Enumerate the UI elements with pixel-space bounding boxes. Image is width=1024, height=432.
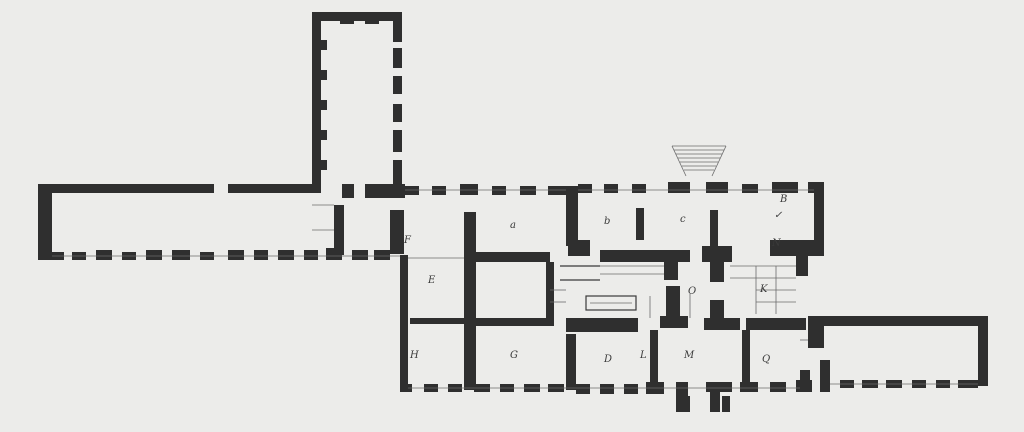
- main-block-north-wall: [405, 182, 824, 256]
- room-label-c: c: [680, 214, 686, 225]
- room-label-check: ✓: [774, 210, 783, 221]
- entrance-steps: [671, 145, 727, 177]
- room-label-E: E: [427, 275, 436, 286]
- west-wing: [38, 184, 405, 260]
- room-label-G: G: [510, 350, 518, 361]
- room-label-N: N: [771, 238, 782, 249]
- room-label-O: O: [688, 286, 696, 297]
- room-labels: a b c B ✓ F E H G D M Q O K L N: [403, 194, 787, 365]
- room-label-L: L: [639, 350, 647, 361]
- tower-wing: [312, 12, 402, 188]
- main-block-south-wall: [400, 330, 830, 412]
- room-label-a: a: [510, 220, 516, 231]
- room-label-D: D: [603, 354, 612, 365]
- room-label-b: b: [604, 216, 610, 227]
- room-label-B: B: [779, 194, 787, 205]
- room-label-K: K: [759, 284, 768, 295]
- room-label-F: F: [403, 235, 412, 246]
- room-label-H: H: [409, 350, 419, 361]
- room-label-M: M: [683, 350, 695, 361]
- east-wing: [800, 316, 988, 388]
- main-block-interior: [390, 186, 814, 390]
- room-label-Q: Q: [762, 354, 770, 365]
